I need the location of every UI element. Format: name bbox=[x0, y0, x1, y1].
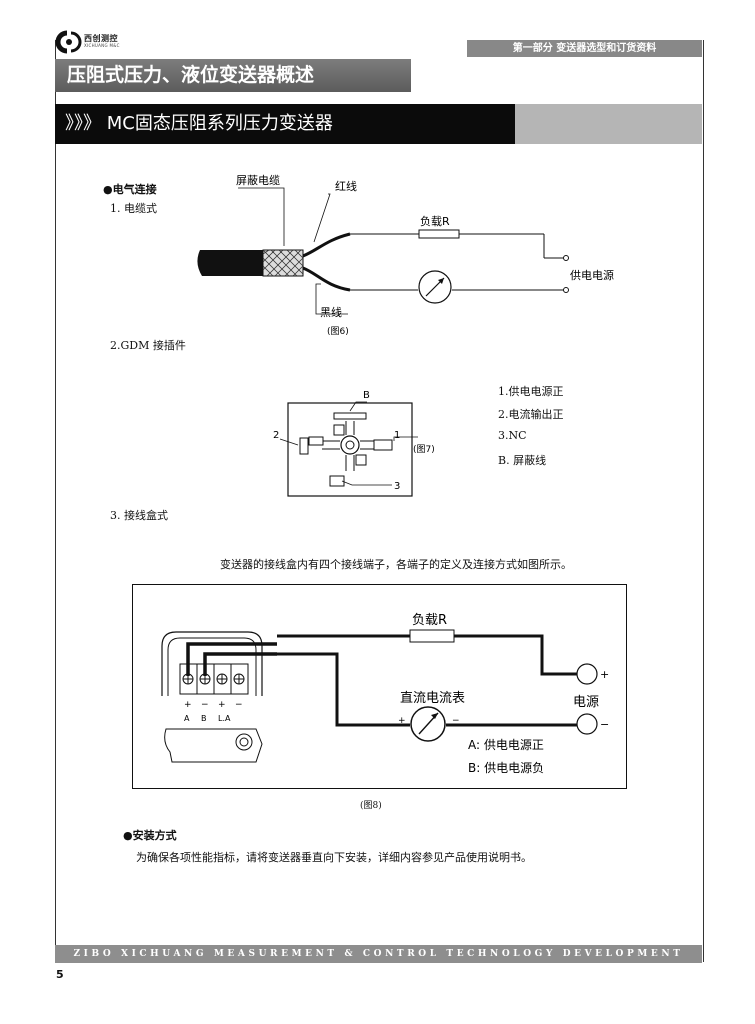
logo-text: 西创测控 bbox=[84, 34, 118, 43]
pin-label-b: B bbox=[363, 390, 370, 401]
install-heading: ●安装方式 bbox=[123, 829, 177, 842]
shield-cable-label: 屏蔽电缆 bbox=[236, 174, 280, 187]
load-resistor bbox=[418, 229, 460, 239]
company-logo bbox=[54, 30, 114, 54]
figure-8-junction-box-diagram: + − + − A B L.A 负载R 直流电流表 + − 电源 + − A: … bbox=[132, 584, 627, 789]
power-positive-terminal bbox=[576, 663, 598, 685]
figure-6-cable-diagram: 屏蔽电缆 红线 负载R 供电电源 黑线 (图6) bbox=[197, 174, 614, 337]
figure-7-connector-diagram: B 1 2 3 (图7) bbox=[273, 390, 435, 497]
dc-ammeter-label: 直流电流表 bbox=[400, 691, 465, 706]
power-supply-label: 供电电源 bbox=[570, 268, 614, 282]
figure-7-caption: (图7) bbox=[413, 444, 435, 455]
ammeter-minus-mark: − bbox=[452, 716, 460, 726]
power-negative-terminal bbox=[576, 713, 598, 735]
gdm-connector-label: 2.GDM 接插件 bbox=[110, 339, 186, 352]
red-wire-label: 红线 bbox=[335, 179, 357, 193]
power-plus-mark: + bbox=[600, 668, 609, 681]
junction-box-outline bbox=[161, 631, 263, 696]
figure-8-caption: (图8) bbox=[360, 801, 382, 811]
pin-legend-1: 1.供电电源正 bbox=[498, 385, 564, 398]
braid-pattern bbox=[262, 249, 304, 277]
wire-a bbox=[186, 642, 277, 676]
power-terminal-positive bbox=[563, 255, 569, 261]
fig8-load-label: 负载R bbox=[412, 613, 447, 628]
title-band-gray bbox=[515, 104, 702, 144]
pin-2-pad bbox=[299, 437, 309, 455]
section-title: 压阻式压力、液位变送器概述 bbox=[55, 59, 411, 92]
legend-a: A: 供电电源正 bbox=[468, 738, 544, 752]
pin-label-3: 3 bbox=[394, 481, 400, 492]
junction-box-label: 3. 接线盒式 bbox=[110, 509, 168, 522]
figure-6-caption: (图6) bbox=[327, 326, 349, 337]
page-number: 5 bbox=[56, 968, 64, 981]
terminal-mark-4: − bbox=[235, 700, 243, 710]
terminal-label-b: B bbox=[201, 714, 207, 723]
page-frame bbox=[55, 40, 704, 962]
legend-b: B: 供电电源负 bbox=[468, 761, 544, 775]
footer-company: ZIBO XICHUANG MEASUREMENT & CONTROL TECH… bbox=[55, 945, 702, 977]
logo-icon bbox=[55, 30, 82, 54]
terminal-mark-2: − bbox=[201, 700, 209, 710]
black-wire-label: 黑线 bbox=[320, 305, 342, 319]
pin-legend-2: 2.电流输出正 bbox=[498, 408, 564, 421]
junction-box-description: 变送器的接线盒内有四个接线端子，各端子的定义及连接方式如图所示。 bbox=[220, 558, 572, 571]
pin-1-pad bbox=[373, 439, 393, 451]
black-wire bbox=[302, 266, 351, 292]
pin-3-pad bbox=[329, 475, 345, 487]
logo-subtext: XICHUANG M&C bbox=[84, 43, 120, 48]
load-label: 负载R bbox=[420, 214, 450, 228]
wiring-heading: ●电气连接 bbox=[103, 183, 157, 196]
pin-label-2: 2 bbox=[273, 430, 279, 441]
fig8-power-label: 电源 bbox=[573, 695, 599, 710]
part-label: 第一部分 变送器选型和订货资料 bbox=[467, 40, 702, 57]
terminal-label-la: L.A bbox=[218, 714, 231, 723]
power-minus-mark: − bbox=[600, 718, 609, 731]
install-text: 为确保各项性能指标，请将变送器垂直向下安装，详细内容参见产品使用说明书。 bbox=[136, 851, 532, 864]
power-terminal-negative bbox=[563, 287, 569, 293]
ammeter-plus-mark: + bbox=[398, 716, 406, 726]
cable-type-label: 1. 电缆式 bbox=[110, 202, 157, 215]
pin-legend-b: B. 屏蔽线 bbox=[498, 454, 547, 467]
terminal-mark-3: + bbox=[218, 700, 226, 710]
pin-b-pad bbox=[333, 412, 367, 420]
pin-legend-3: 3.NC bbox=[498, 429, 527, 442]
product-title: 》》》 MC固态压阻系列压力变送器 bbox=[55, 104, 515, 144]
fig8-load-resistor bbox=[409, 629, 455, 643]
terminal-label-a: A bbox=[184, 714, 190, 723]
terminal-mark-1: + bbox=[184, 700, 192, 710]
wire-b bbox=[203, 652, 277, 676]
pin-label-1: 1 bbox=[394, 430, 400, 441]
red-wire bbox=[302, 232, 351, 258]
